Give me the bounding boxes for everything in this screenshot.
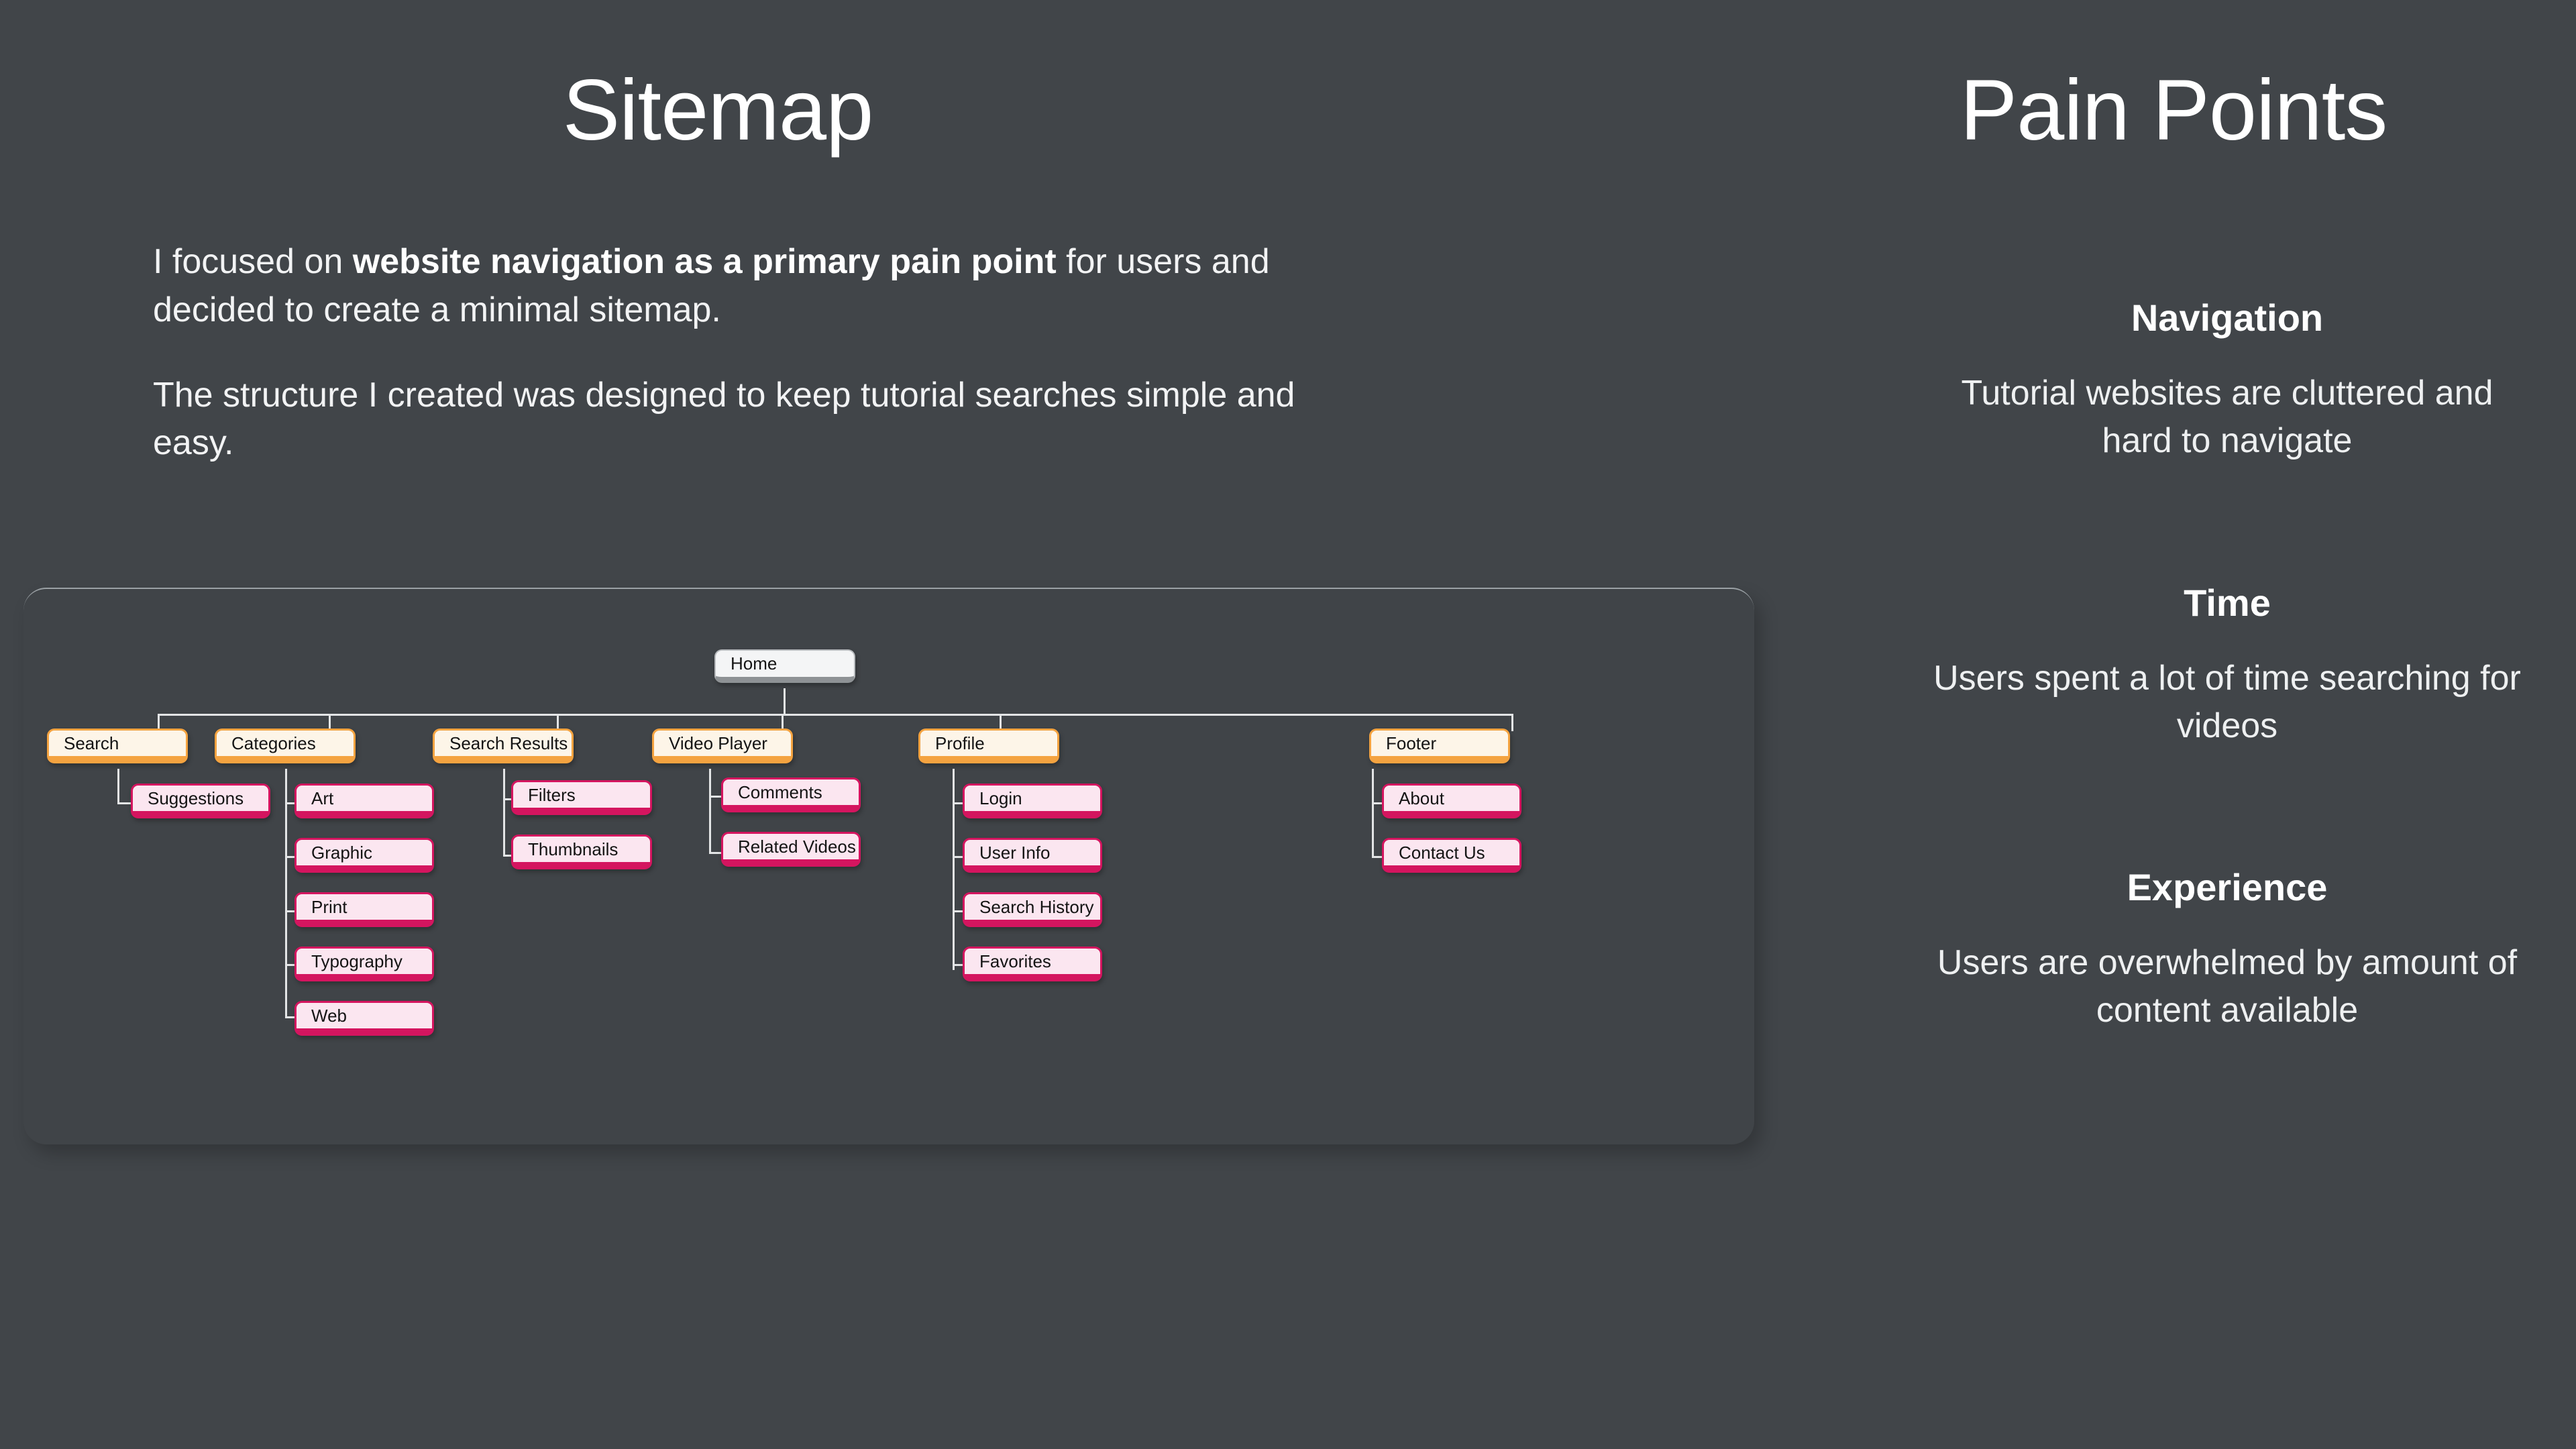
sitemap-node-user-info[interactable]: User Info	[963, 838, 1102, 873]
pain-point-navigation: Navigation Tutorial websites are clutter…	[1932, 295, 2522, 465]
connector-search-spine	[117, 769, 119, 804]
sitemap-node-filters[interactable]: Filters	[511, 780, 652, 815]
sitemap-intro-text: I focused on website navigation as a pri…	[153, 238, 1334, 468]
connector-drop-search-results	[557, 714, 559, 731]
sitemap-node-contact-us[interactable]: Contact Us	[1382, 838, 1521, 873]
pain-point-experience-body: Users are overwhelmed by amount of conte…	[1937, 943, 2518, 1030]
connector-drop-video-player	[782, 714, 784, 731]
pain-points-list: Navigation Tutorial websites are clutter…	[1932, 295, 2522, 1034]
connector-profile-spine	[953, 769, 955, 970]
sitemap-node-categories[interactable]: Categories	[215, 729, 356, 763]
sitemap-node-profile[interactable]: Profile	[918, 729, 1059, 763]
pain-point-time-heading: Time	[2184, 581, 2271, 624]
pain-point-time-body: Users spent a lot of time searching for …	[1933, 658, 2521, 745]
sitemap-tree: Home Search Categories Search Results Vi…	[23, 589, 1754, 1146]
sitemap-node-comments[interactable]: Comments	[721, 777, 861, 812]
sitemap-node-home[interactable]: Home	[714, 649, 855, 683]
connector-drop-categories	[329, 714, 331, 731]
connector-root-stem	[784, 688, 786, 715]
sitemap-node-login[interactable]: Login	[963, 784, 1102, 818]
sitemap-node-search-results[interactable]: Search Results	[433, 729, 574, 763]
sitemap-node-favorites[interactable]: Favorites	[963, 947, 1102, 981]
pain-point-experience-heading: Experience	[2127, 866, 2328, 909]
sitemap-node-web[interactable]: Web	[294, 1001, 434, 1036]
intro-p1-before: I focused on	[153, 242, 353, 281]
connector-categories-spine	[285, 769, 287, 1017]
pain-point-navigation-heading: Navigation	[2131, 297, 2324, 339]
sitemap-node-search[interactable]: Search	[47, 729, 188, 763]
sitemap-node-related-videos[interactable]: Related Videos	[721, 832, 861, 867]
sitemap-node-search-history[interactable]: Search History	[963, 892, 1102, 927]
pain-point-time: Time Users spent a lot of time searching…	[1932, 580, 2522, 750]
pain-points-title: Pain Points	[1960, 62, 2388, 158]
sitemap-node-thumbnails[interactable]: Thumbnails	[511, 835, 652, 869]
sitemap-node-graphic[interactable]: Graphic	[294, 838, 434, 873]
connector-footer-spine	[1372, 769, 1374, 856]
connector-drop-search	[158, 714, 160, 731]
sitemap-node-typography[interactable]: Typography	[294, 947, 434, 981]
connector-drop-footer	[1511, 714, 1513, 731]
sitemap-node-footer[interactable]: Footer	[1369, 729, 1510, 763]
intro-paragraph-1: I focused on website navigation as a pri…	[153, 238, 1334, 335]
pain-point-navigation-body: Tutorial websites are cluttered and hard…	[1961, 374, 2493, 460]
connector-player-spine	[709, 769, 711, 853]
connector-main-bus	[158, 714, 1511, 716]
sitemap-title: Sitemap	[562, 62, 874, 158]
intro-p1-after: for users and decided to create a minima…	[153, 242, 1270, 329]
pain-point-experience: Experience Users are overwhelmed by amou…	[1932, 865, 2522, 1034]
connector-drop-profile	[1000, 714, 1002, 731]
sitemap-node-suggestions[interactable]: Suggestions	[131, 784, 270, 818]
intro-p1-bold: website navigation as a primary pain poi…	[352, 242, 1057, 281]
sitemap-node-video-player[interactable]: Video Player	[652, 729, 793, 763]
sitemap-node-art[interactable]: Art	[294, 784, 434, 818]
sitemap-diagram-panel: Home Search Categories Search Results Vi…	[23, 588, 1754, 1144]
sitemap-node-about[interactable]: About	[1382, 784, 1521, 818]
connector-results-spine	[503, 769, 505, 856]
sitemap-node-print[interactable]: Print	[294, 892, 434, 927]
intro-paragraph-2: The structure I created was designed to …	[153, 375, 1295, 463]
